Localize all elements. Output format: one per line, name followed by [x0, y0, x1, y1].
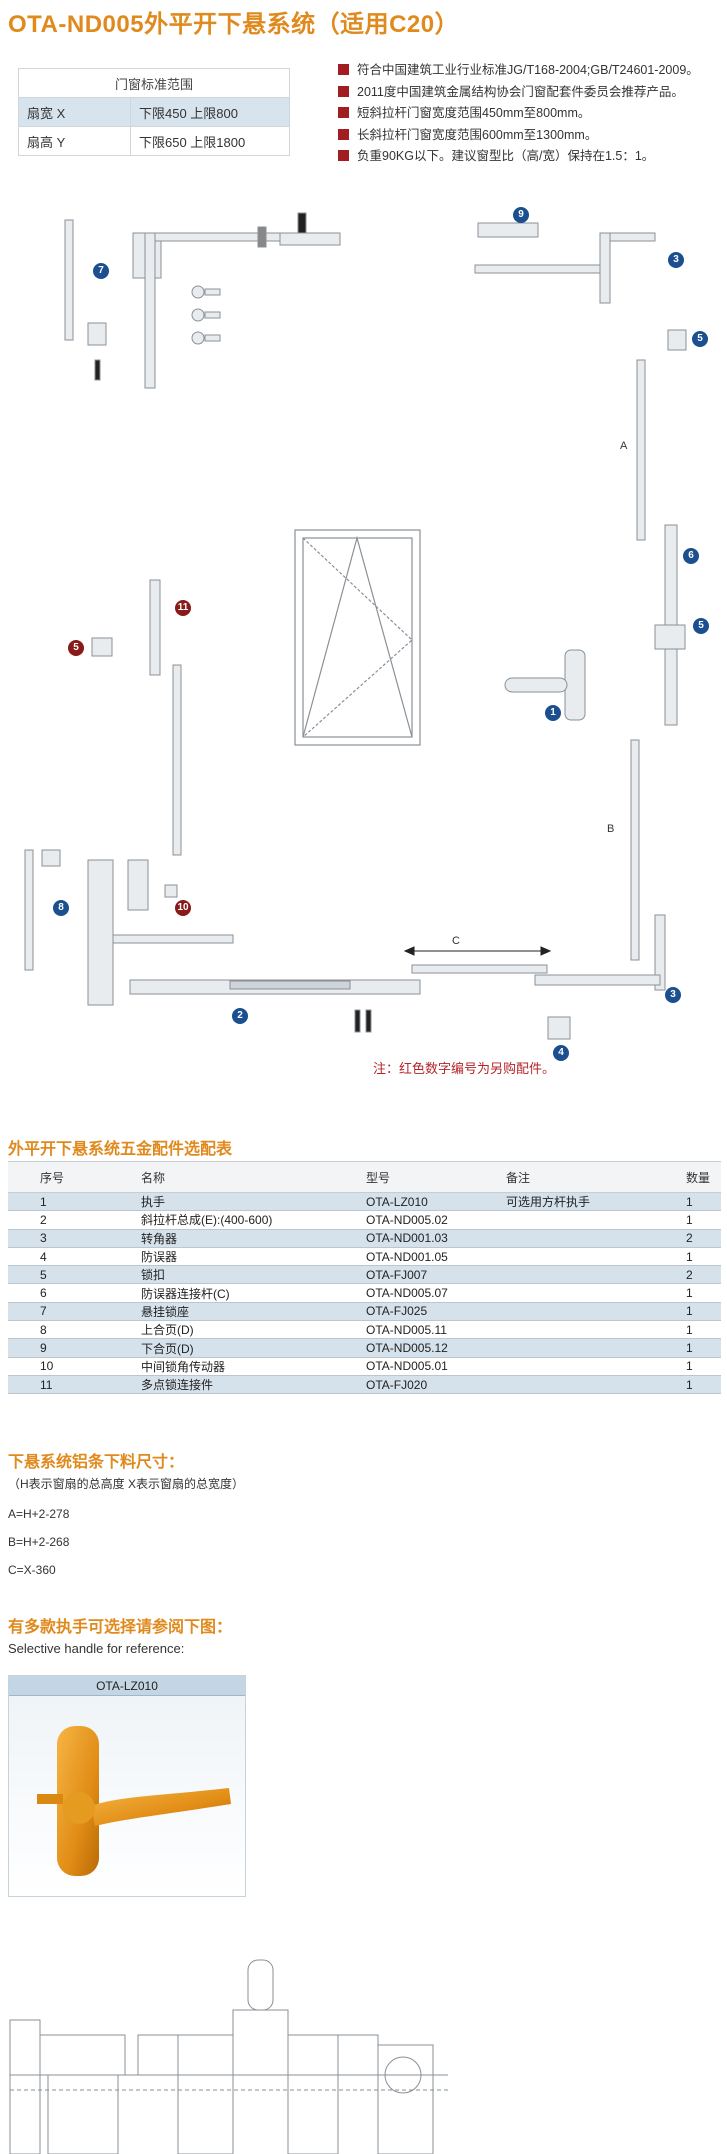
part-badge: 5	[68, 640, 84, 656]
profile-cross-section-drawing	[8, 1950, 448, 2154]
col-header: 名称	[116, 1161, 341, 1193]
profile-drawing	[9, 1959, 448, 2154]
range-label: 扇宽 X	[18, 97, 131, 127]
spec-notes-list: 符合中国建筑工业行业标准JG/T168-2004;GB/T24601-2009。…	[338, 60, 723, 168]
handle-card-caption: OTA-LZ010	[9, 1676, 245, 1696]
col-header: 序号	[8, 1161, 116, 1193]
square-bullet-icon	[338, 64, 349, 75]
square-bullet-icon	[338, 85, 349, 97]
square-bullet-icon	[338, 150, 349, 161]
part-badge: 8	[53, 900, 69, 916]
spec-note: 符合中国建筑工业行业标准JG/T168-2004;GB/T24601-2009。	[338, 60, 723, 82]
part-badge: 9	[513, 207, 529, 223]
spec-note: 负重90KG以下。建议窗型比（高/宽）保持在1.5：1。	[338, 146, 723, 168]
part-badge: 11	[175, 600, 191, 616]
cutting-section-subtitle: （H表示窗扇的总高度 X表示窗扇的总宽度）	[8, 1477, 245, 1491]
window-outline	[294, 529, 421, 746]
range-label: 扇高 Y	[18, 126, 131, 156]
range-table-caption: 门窗标准范围	[18, 68, 290, 98]
cutting-formula: A=H+2-278	[8, 1507, 70, 1521]
diagram-note: 注：红色数字编号为另购配件。	[373, 1061, 556, 1076]
dimension-c-arrow	[403, 946, 552, 956]
part-badge: 10	[175, 900, 191, 916]
part-badge: 1	[545, 705, 561, 721]
handle-section-title: 有多款执手可选择请参阅下图：	[8, 1619, 233, 1636]
range-row-height: 扇高 Y 下限650 上限1800	[18, 126, 290, 156]
part-badge: 4	[553, 1045, 569, 1061]
page-title: OTA-ND005外平开下悬系统（适用C20）	[8, 11, 460, 38]
hardware-drawing	[24, 212, 687, 1040]
parts-section-title: 外平开下悬系统五金配件选配表	[8, 1141, 233, 1158]
hinge-bar-top-left	[64, 219, 74, 341]
range-row-width: 扇宽 X 下限450 上限800	[18, 97, 290, 127]
handle-section-subtitle: Selective handle for reference:	[8, 1641, 185, 1656]
col-header: 数量	[661, 1161, 721, 1193]
cutting-formula: C=X-360	[8, 1563, 56, 1577]
window-frame	[294, 529, 421, 746]
cutting-formula: B=H+2-268	[8, 1535, 70, 1549]
range-value: 下限450 上限800	[130, 97, 290, 127]
spec-note: 2011度中国建筑金属结构协会门窗配套件委员会推荐产品。	[338, 82, 723, 104]
part-badge: 6	[683, 548, 699, 564]
part-badge: 3	[665, 987, 681, 1003]
part-badge: 5	[692, 331, 708, 347]
col-header: 型号	[341, 1161, 481, 1193]
orange-handle-image	[37, 1726, 231, 1876]
part-badge: 3	[668, 252, 684, 268]
parts-table-header: 序号 名称 型号 备注 数量	[8, 1161, 721, 1193]
handle-reference-card: OTA-LZ010	[8, 1675, 246, 1897]
dimension-label-a: A	[620, 440, 628, 452]
spec-note: 短斜拉杆门窗宽度范围450mm至800mm。	[338, 103, 723, 125]
dimension-label-b: B	[607, 823, 615, 835]
cutting-section-title: 下悬系统铝条下料尺寸：	[8, 1454, 185, 1471]
part-badge: 2	[232, 1008, 248, 1024]
part-badge: 7	[93, 263, 109, 279]
square-bullet-icon	[338, 107, 349, 118]
hardware-exploded-diagram: 7 9 3 5 6 5 1 11 5 8 10 2 3 4 A B C	[0, 195, 727, 1075]
standard-range-table: 门窗标准范围 扇宽 X 下限450 上限800 扇高 Y 下限650 上限180…	[18, 68, 290, 156]
spec-note: 长斜拉杆门窗宽度范围600mm至1300mm。	[338, 125, 723, 147]
dimension-label-c: C	[452, 935, 460, 947]
part-badge: 5	[693, 618, 709, 634]
square-bullet-icon	[338, 128, 349, 140]
col-header: 备注	[481, 1161, 661, 1193]
range-value: 下限650 上限1800	[130, 126, 290, 156]
